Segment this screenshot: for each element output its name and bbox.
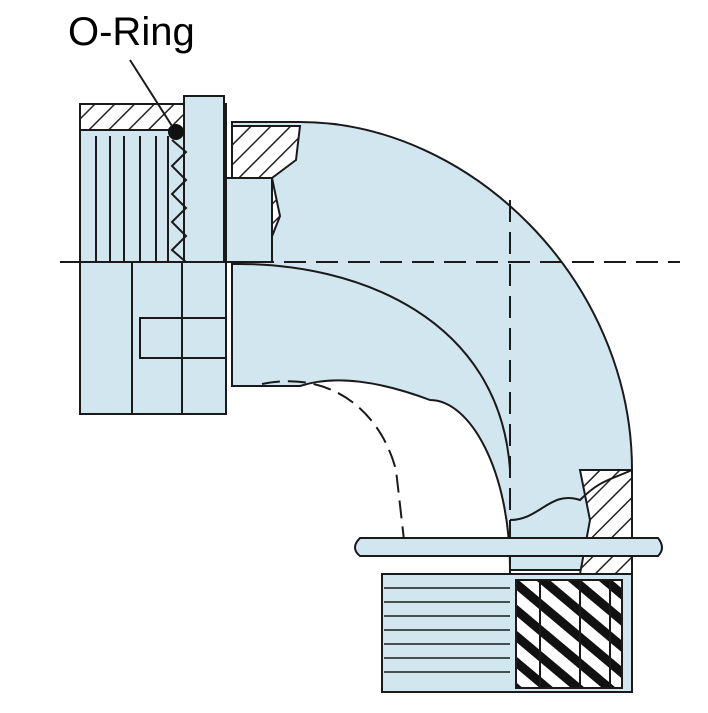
gland-ring: [183, 95, 225, 263]
lower-flange: [354, 537, 663, 557]
elbow-body: [231, 121, 633, 571]
o-ring-label: O-Ring: [68, 10, 195, 54]
nut-flutes: [95, 136, 169, 262]
o-ring-leader: [129, 59, 173, 127]
nut-hatch-band: [79, 103, 185, 131]
gland-thread: [170, 139, 188, 263]
inner-curve: [231, 262, 511, 471]
seal-dividers: [539, 580, 611, 688]
spigot-thread-lines: [384, 587, 510, 673]
inner-bore-line: [261, 380, 405, 541]
tube-stub: [223, 177, 273, 263]
seal-insert: [515, 579, 623, 689]
break-line: [509, 469, 633, 521]
o-ring: [168, 124, 184, 140]
